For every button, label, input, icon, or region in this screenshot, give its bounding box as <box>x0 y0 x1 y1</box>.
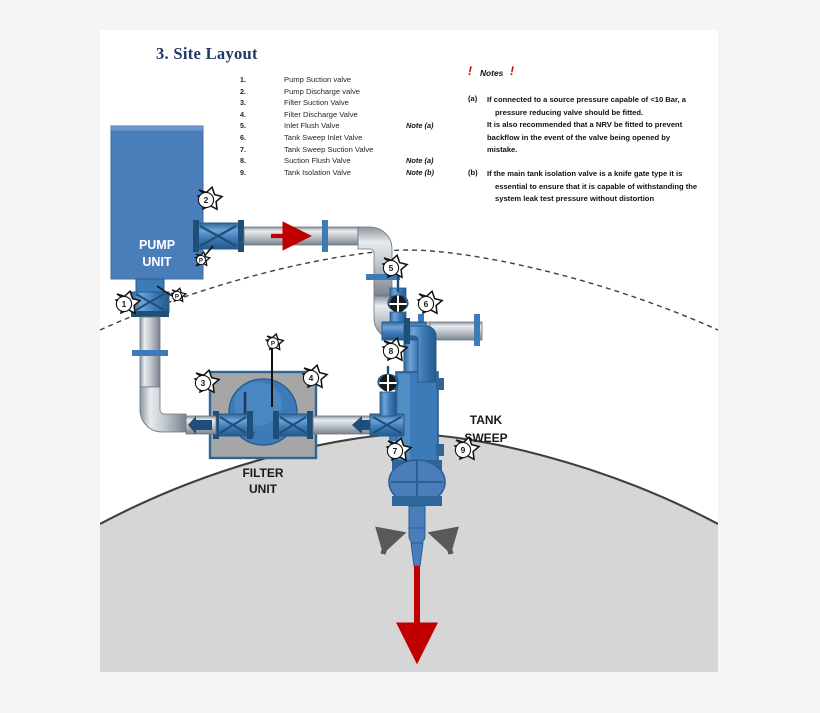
note-key: (a) <box>468 94 478 103</box>
list-item-number: 6. <box>240 132 246 142</box>
callout-1[interactable]: 1 <box>114 289 142 315</box>
list-item: 5. Inlet Flush Valve Note (a) <box>240 121 470 133</box>
note-line: backflow in the event of the valve being… <box>487 132 671 142</box>
list-item: 6. Tank Sweep Inlet Valve <box>240 133 470 145</box>
notes-block: ! Notes ! (a) If connected to a source p… <box>468 64 718 206</box>
list-item-label: Tank Sweep Suction Valve <box>284 144 374 154</box>
callout-8[interactable]: 8 <box>381 336 409 362</box>
pump-unit-label-1: PUMP <box>139 238 175 252</box>
pump-discharge-pipe <box>243 220 483 346</box>
sweep-arrow-right <box>427 526 459 555</box>
suction-flush-valve <box>377 366 399 392</box>
list-item: 9. Tank Isolation Valve Note (b) <box>240 168 470 180</box>
exclamation-icon-left: ! <box>468 64 472 78</box>
filter-suction-valve <box>213 411 253 439</box>
list-item-number: 8. <box>240 156 246 166</box>
pressure-gauge-pump-discharge: P <box>194 245 214 267</box>
list-item-number: 2. <box>240 86 246 96</box>
note-key: (b) <box>468 167 478 177</box>
tank-isolation-valve <box>388 459 446 529</box>
note-line: mistake. <box>487 145 518 155</box>
filter-unit-label-2: UNIT <box>249 482 278 496</box>
list-item: 4. Filter Discharge Valve <box>240 110 470 122</box>
list-item-label: Inlet Flush Valve <box>284 121 340 131</box>
gauge-label: P <box>175 293 179 300</box>
pump-discharge-valve <box>193 220 244 252</box>
filter-inlet-pipe <box>185 415 217 435</box>
site-layout-diagram: PUMP UNIT <box>100 125 718 672</box>
tank-sweep-label-1: TANK <box>470 413 503 427</box>
note-line: essential to ensure that it is capable o… <box>495 181 698 191</box>
gauge-label: P <box>271 341 275 348</box>
callout-5[interactable]: 5 <box>381 253 409 279</box>
callout-7[interactable]: 7 <box>385 436 413 462</box>
exclamation-icon-right: ! <box>510 64 514 78</box>
list-item-label: Tank Isolation Valve <box>284 167 351 177</box>
valve-list: 1. Pump Suction valve 2. Pump Discharge … <box>240 75 470 179</box>
list-item: 2. Pump Discharge valve <box>240 87 470 99</box>
list-item: 8. Suction Flush Valve Note (a) <box>240 156 470 168</box>
pressure-gauge-pump-suction: P <box>156 285 188 303</box>
callout-9[interactable]: 9 <box>453 435 481 461</box>
page-title: 3. Site Layout <box>156 44 258 63</box>
note-entry-b: (b) If the main tank isolation valve is … <box>468 168 718 206</box>
list-item-label: Pump Discharge valve <box>284 86 360 96</box>
callout-4[interactable]: 4 <box>301 363 329 389</box>
note-entry-a: (a) If connected to a source pressure ca… <box>468 94 718 157</box>
pump-unit-label-2: UNIT <box>142 255 172 269</box>
list-item-label: Filter Discharge Valve <box>284 109 358 119</box>
callout-label: 5 <box>389 263 394 273</box>
list-item-number: 4. <box>240 109 246 119</box>
list-item-number: 9. <box>240 167 246 177</box>
inlet-flush-valve <box>387 276 409 327</box>
note-line: It is also recommended that a NRV be fit… <box>487 120 683 130</box>
list-item-number: 3. <box>240 98 246 108</box>
list-item-note: Note (b) <box>406 167 434 177</box>
document-page: 3. Site Layout 1. Pump Suction valve 2. … <box>100 30 718 672</box>
tank-penetration <box>375 526 459 665</box>
list-item-number: 5. <box>240 121 246 131</box>
list-item: 7. Tank Sweep Suction Valve <box>240 145 470 157</box>
list-item-label: Filter Suction Valve <box>284 98 349 108</box>
tank-sweep-label-2: SWEEP <box>464 431 507 445</box>
list-item-note: Note (a) <box>406 156 434 166</box>
note-line: pressure reducing valve should be fitted… <box>495 107 644 117</box>
gauge-label: P <box>199 257 203 264</box>
callout-3[interactable]: 3 <box>193 368 221 394</box>
note-line: system leak test pressure without distor… <box>495 194 655 204</box>
filter-discharge-valve <box>273 411 313 439</box>
pump-suction-line <box>130 278 187 433</box>
callout-6[interactable]: 6 <box>416 289 444 315</box>
list-item-note: Note (a) <box>406 121 434 131</box>
callout-label: 6 <box>424 299 429 309</box>
list-item-number: 7. <box>240 144 246 154</box>
note-line: If connected to a source pressure capabl… <box>487 95 686 104</box>
callout-label: 9 <box>461 445 466 455</box>
callout-label: 3 <box>201 378 206 388</box>
list-item-label: Tank Sweep Inlet Valve <box>284 132 363 142</box>
notes-heading: Notes <box>480 68 504 78</box>
list-item: 1. Pump Suction valve <box>240 75 470 87</box>
note-line: If the main tank isolation valve is a kn… <box>487 168 683 178</box>
tank-sweep-suction-valve <box>369 391 405 437</box>
callout-label: 1 <box>122 299 127 309</box>
filter-unit-label-1: FILTER <box>242 466 283 480</box>
tank-top-dashed-arc <box>100 249 718 331</box>
list-item: 3. Filter Suction Valve <box>240 98 470 110</box>
callout-label: 4 <box>309 373 314 383</box>
pump-unit: PUMP UNIT <box>110 125 204 280</box>
list-item-label: Pump Suction valve <box>284 75 352 84</box>
sweep-arrow-left <box>375 526 407 555</box>
list-item-label: Suction Flush Valve <box>284 156 351 166</box>
pressure-gauge-filter: P <box>264 332 285 351</box>
list-item-number: 1. <box>240 75 246 84</box>
callout-label: 8 <box>389 346 394 356</box>
tank-sweep-inlet-elbow <box>381 318 437 383</box>
notes-heading-row: ! Notes ! <box>468 64 718 84</box>
callout-label: 2 <box>204 195 209 205</box>
callout-label: 7 <box>393 446 398 456</box>
callout-2[interactable]: 2 <box>196 185 224 211</box>
